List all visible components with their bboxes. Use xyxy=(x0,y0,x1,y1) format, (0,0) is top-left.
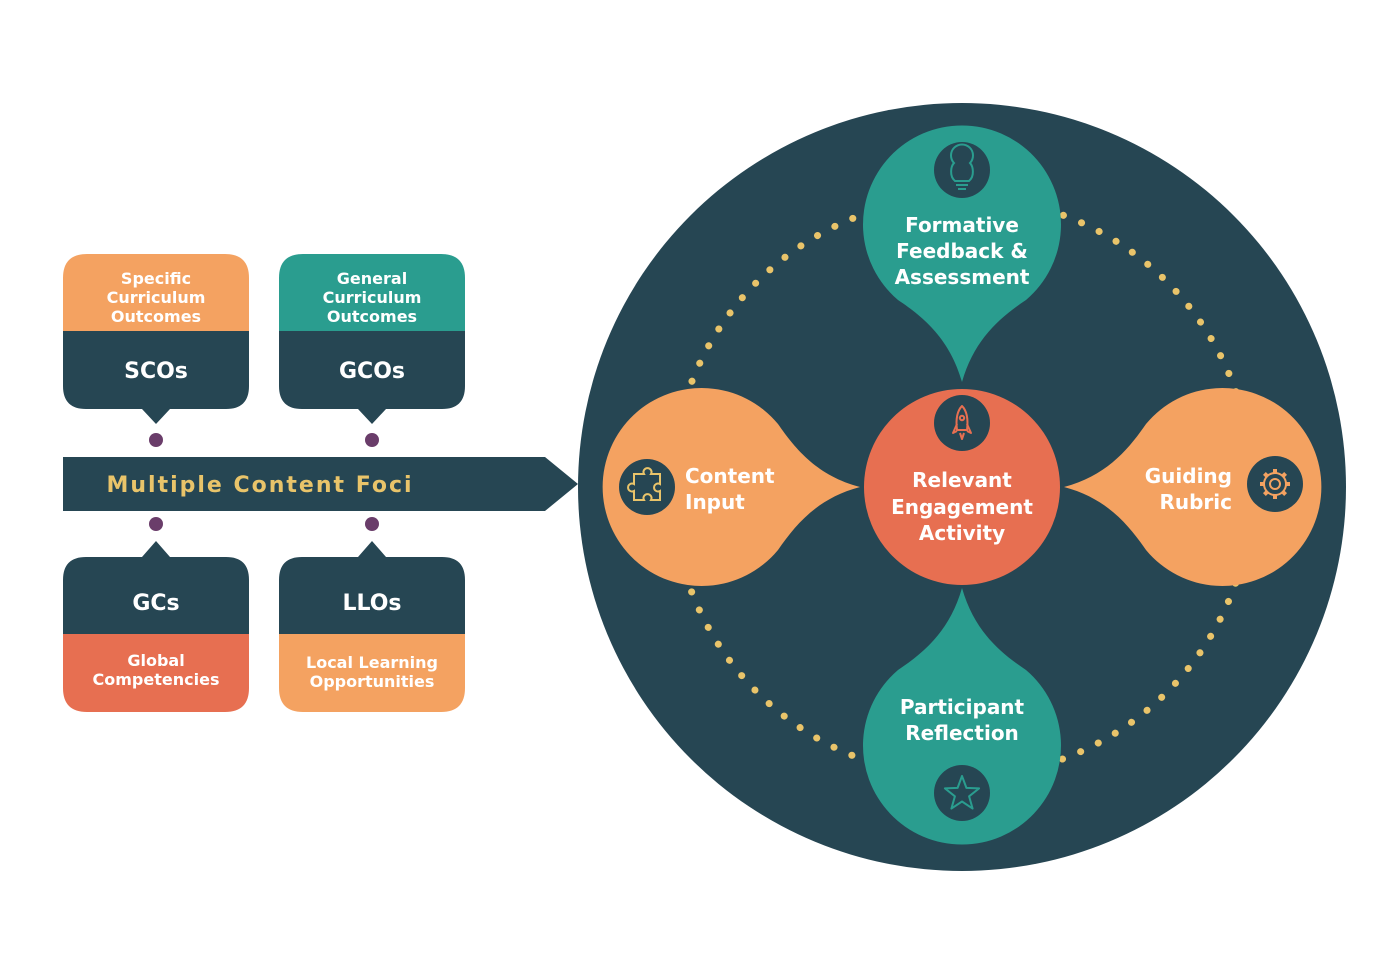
rocket-icon-badge xyxy=(934,395,990,451)
gc-abbrev: GCs xyxy=(132,591,179,616)
lightbulb-icon-badge xyxy=(934,142,990,198)
petal-rubric: Guiding Rubric xyxy=(1064,387,1322,586)
petal-formative-line-3: Assessment xyxy=(895,265,1030,289)
connector-dot xyxy=(365,517,379,531)
petal-content-line-2: Input xyxy=(685,490,745,514)
gco-header-bg xyxy=(279,254,465,331)
llo-footer-line-2: Opportunities xyxy=(310,672,435,691)
sco-abbrev: SCOs xyxy=(124,359,188,384)
content-foci-arrow: Multiple Content Foci xyxy=(63,457,578,511)
petal-content-line-1: Content xyxy=(685,464,775,488)
llo-footer-line-1: Local Learning xyxy=(306,653,438,672)
llo-footer-bg xyxy=(279,634,465,712)
petal-rubric-shape xyxy=(1064,387,1322,586)
arrow-banner-bg xyxy=(63,457,578,511)
gco-card: General Curriculum Outcomes GCOs xyxy=(279,254,465,424)
gco-header-line-3: Outcomes xyxy=(327,307,417,326)
star-icon-badge xyxy=(934,765,990,821)
center-line-3: Activity xyxy=(919,521,1005,545)
sco-card: Specific Curriculum Outcomes SCOs xyxy=(63,254,249,424)
gco-header-line-2: Curriculum xyxy=(323,288,422,307)
sco-header-bg xyxy=(63,254,249,331)
sco-header-line-2: Curriculum xyxy=(107,288,206,307)
gco-header-line-1: General xyxy=(337,269,407,288)
star-icon xyxy=(943,775,981,810)
lightbulb-icon xyxy=(950,143,974,190)
petal-rubric-line-1: Guiding xyxy=(1145,464,1232,488)
center-activity: Relevant Engagement Activity xyxy=(864,389,1060,585)
connector-dot xyxy=(149,433,163,447)
rocket-icon xyxy=(952,405,972,440)
petal-reflection-line-2: Reflection xyxy=(905,721,1019,745)
gc-footer-line-1: Global xyxy=(127,651,184,670)
petal-content: Content Input xyxy=(602,388,860,586)
arrow-banner-label: Multiple Content Foci xyxy=(106,473,413,498)
petal-formative-shape xyxy=(862,125,1061,382)
gear-icon xyxy=(1260,469,1290,499)
center-line-2: Engagement xyxy=(891,495,1033,519)
sco-header-line-1: Specific xyxy=(121,269,191,288)
center-circle xyxy=(864,389,1060,585)
llo-body-bg xyxy=(279,541,465,634)
petal-reflection: Participant Reflection xyxy=(863,588,1061,845)
connector-dot xyxy=(149,517,163,531)
gear-icon-badge xyxy=(1247,456,1303,512)
petal-formative-line-1: Formative xyxy=(905,213,1019,237)
gco-abbrev: GCOs xyxy=(339,359,405,384)
center-line-1: Relevant xyxy=(912,468,1012,492)
gc-footer-bg xyxy=(63,634,249,712)
petal-reflection-shape xyxy=(863,588,1061,845)
llo-card: LLOs Local Learning Opportunities xyxy=(279,541,465,712)
gc-card: GCs Global Competencies xyxy=(63,541,249,712)
petal-rubric-line-2: Rubric xyxy=(1159,490,1232,514)
petal-formative: Formative Feedback & Assessment xyxy=(862,125,1061,382)
gc-footer-line-2: Competencies xyxy=(93,670,220,689)
gco-body-bg xyxy=(279,331,465,424)
sco-body-bg xyxy=(63,331,249,424)
puzzle-icon xyxy=(627,467,661,501)
petal-content-shape xyxy=(602,388,860,586)
gc-body-bg xyxy=(63,541,249,634)
llo-abbrev: LLOs xyxy=(342,591,401,616)
petal-formative-line-2: Feedback & xyxy=(896,239,1028,263)
petal-reflection-line-1: Participant xyxy=(900,695,1025,719)
sco-header-line-3: Outcomes xyxy=(111,307,201,326)
connector-dot xyxy=(365,433,379,447)
